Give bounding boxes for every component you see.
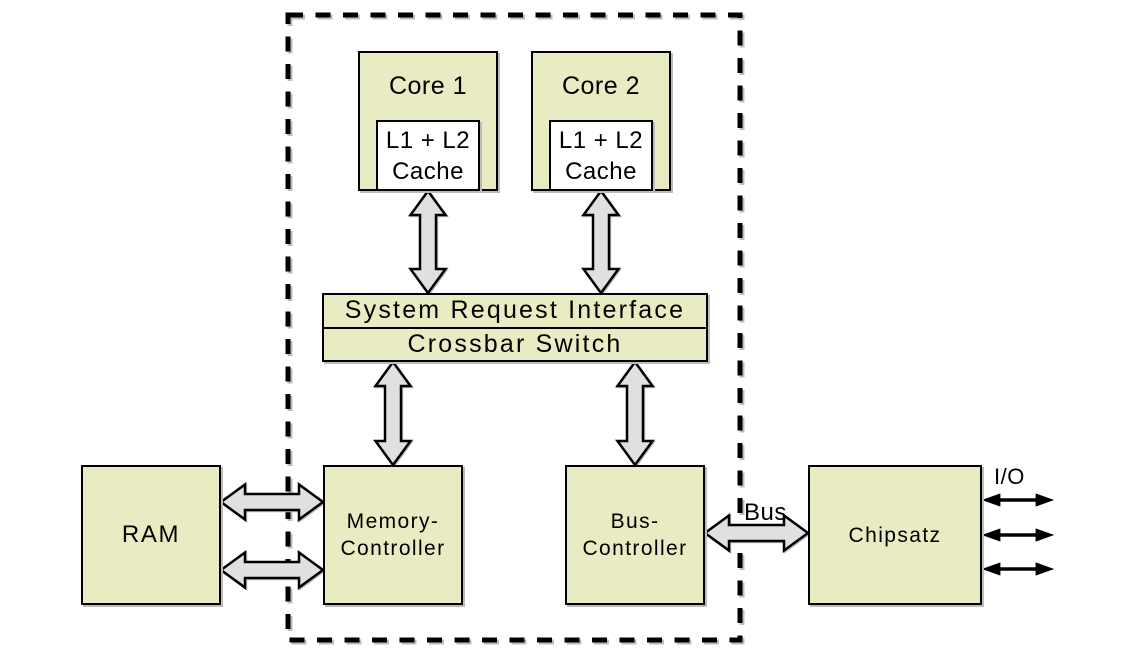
memory-controller-box: Memory- Controller (323, 465, 463, 605)
arrow-ram-memctrl-lower (218, 550, 326, 590)
core2-label: Core 2 (561, 71, 641, 100)
bus-label: Bus (744, 499, 787, 526)
bus-controller-label-line2: Controller (582, 537, 688, 560)
arrow-crossbar-busctrl (615, 359, 655, 468)
io-label: I/O (994, 464, 1025, 489)
ram-label: RAM (121, 521, 181, 548)
arrow-io-2 (981, 528, 1055, 542)
memory-controller-label-line1: Memory- (346, 510, 440, 533)
cache2-label-line1: L1 + L2 (558, 126, 644, 154)
crossbar-switch-row: Crossbar Switch (407, 329, 623, 358)
chipsatz-label: Chipsatz (848, 523, 942, 547)
cache2-box: L1 + L2 Cache (549, 120, 653, 191)
core1-label: Core 1 (388, 71, 468, 100)
cache1-label-line2: Cache (392, 157, 464, 185)
interface-bar: System Request Interface Crossbar Switch (322, 293, 708, 362)
bus-controller-label-line1: Bus- (610, 510, 660, 533)
system-request-interface-row: System Request Interface (324, 295, 706, 329)
bus-controller-box: Bus- Controller (565, 465, 705, 605)
cpu-die-boundary (285, 12, 743, 643)
arrow-cache2-sri (581, 188, 621, 296)
cache1-box: L1 + L2 Cache (376, 120, 480, 191)
arrow-io-1 (981, 493, 1055, 507)
arrow-io-3 (981, 562, 1055, 576)
arrow-crossbar-memctrl (373, 359, 413, 468)
chipsatz-box: Chipsatz (808, 465, 982, 605)
cache2-label-line2: Cache (565, 157, 637, 185)
ram-box: RAM (81, 465, 221, 605)
arrow-cache1-sri (408, 188, 448, 296)
cache1-label-line1: L1 + L2 (385, 126, 471, 154)
memory-controller-label-line2: Controller (340, 537, 446, 560)
arrow-ram-memctrl-upper (218, 482, 326, 522)
